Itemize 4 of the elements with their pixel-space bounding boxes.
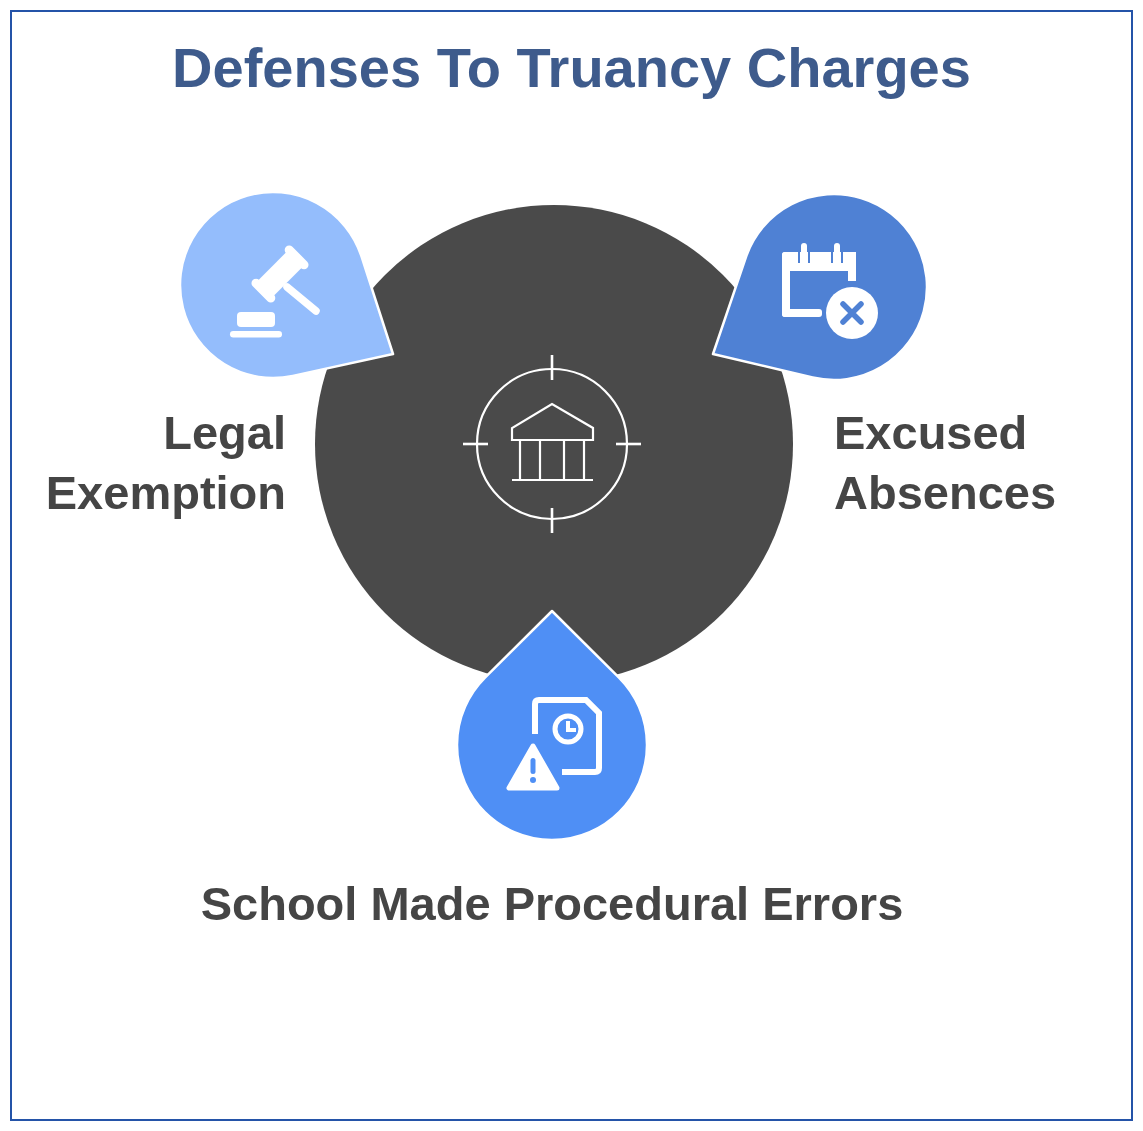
category-label: Legal Exemption	[45, 405, 286, 521]
title: Defenses To Truancy Charges	[172, 35, 971, 101]
category-label: Excused Absences	[834, 405, 1057, 521]
category-label: School Made Procedural Errors	[200, 876, 904, 932]
